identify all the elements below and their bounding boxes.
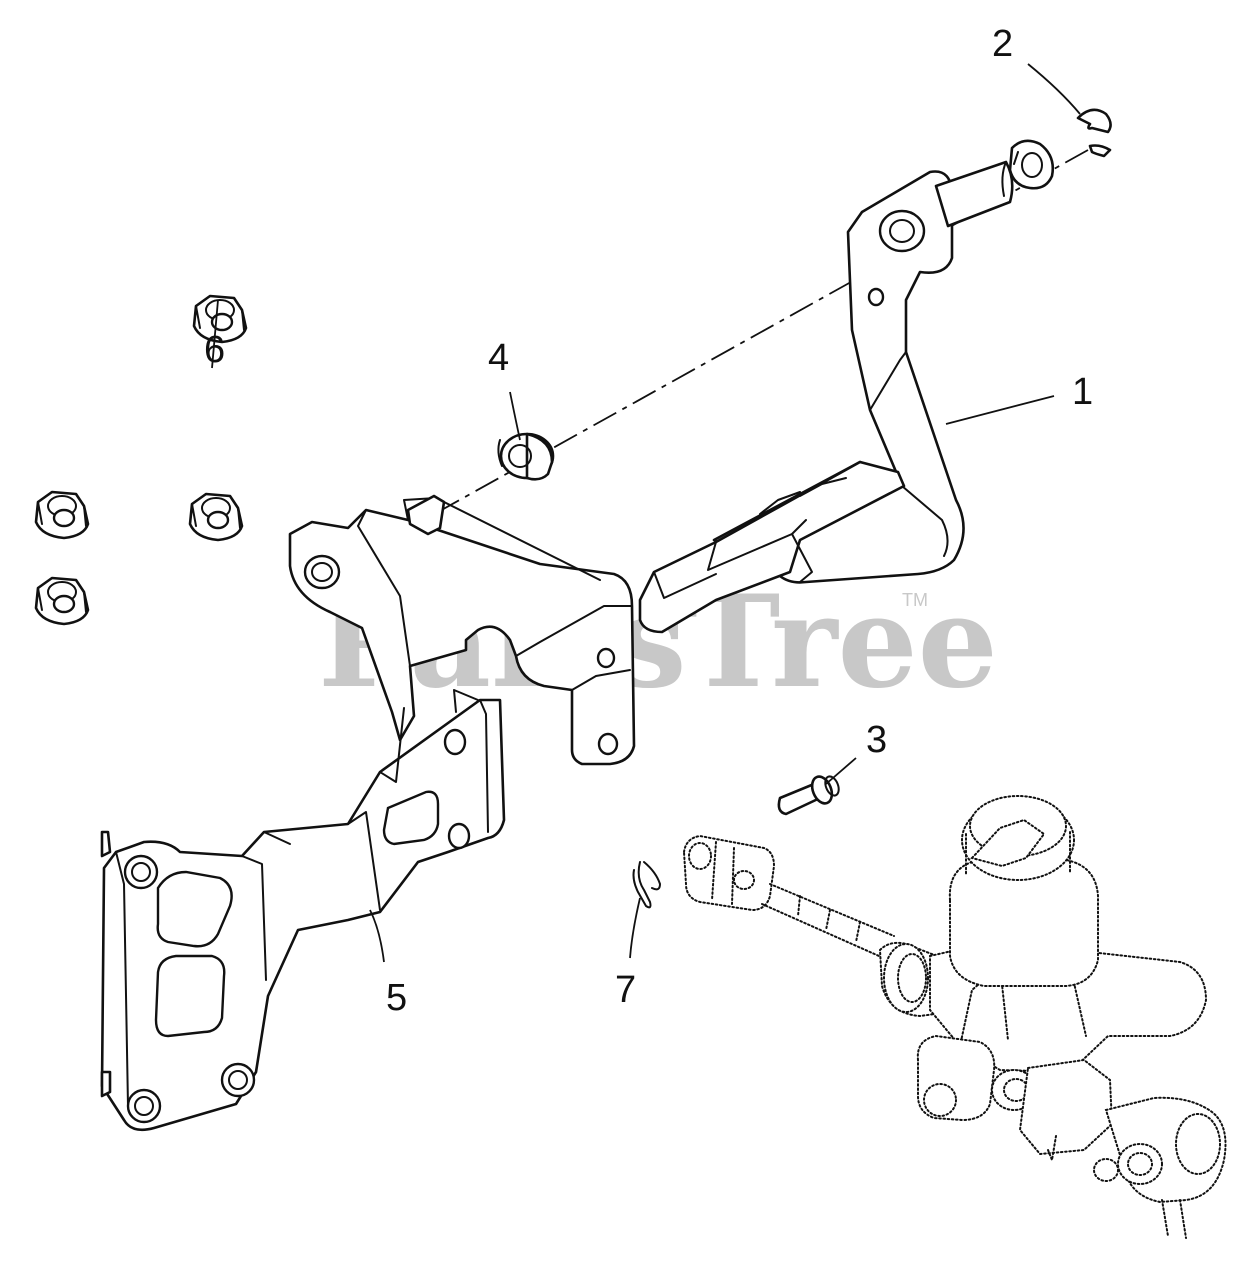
master-cylinder xyxy=(682,795,1227,1239)
leader-7 xyxy=(629,897,641,959)
leader-lines xyxy=(211,63,1081,963)
callout-5: 5 xyxy=(386,977,407,1019)
brake-pedal xyxy=(638,160,1014,634)
leader-6 xyxy=(211,299,219,369)
callouts: 1 2 3 4 5 6 7 xyxy=(204,23,1093,1019)
mounting-plate xyxy=(100,689,506,1132)
watermark-trademark: TM xyxy=(902,590,928,610)
hairpin-clip xyxy=(632,861,661,909)
flange-nut-4 xyxy=(34,576,90,626)
flange-nuts xyxy=(34,294,248,626)
flange-nut-1 xyxy=(192,294,248,344)
e-clip xyxy=(1008,108,1112,190)
callout-7: 7 xyxy=(615,969,636,1011)
callout-1: 1 xyxy=(1072,371,1093,413)
leader-5 xyxy=(369,909,385,963)
callout-4: 4 xyxy=(488,337,509,379)
callout-3: 3 xyxy=(866,719,887,761)
leader-4 xyxy=(509,391,521,441)
leader-3 xyxy=(825,757,857,785)
bushing xyxy=(497,432,555,481)
callout-2: 2 xyxy=(992,23,1013,65)
flange-nut-3 xyxy=(188,492,244,542)
callout-6: 6 xyxy=(204,329,225,371)
leader-1 xyxy=(945,395,1055,425)
leader-2 xyxy=(1027,63,1081,115)
brake-bracket xyxy=(288,494,636,766)
flange-nut-2 xyxy=(34,490,90,540)
